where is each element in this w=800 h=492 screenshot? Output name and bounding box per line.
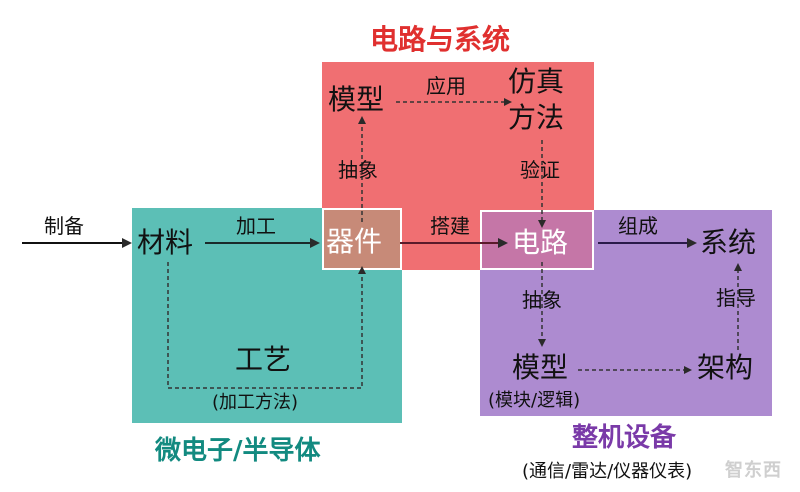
- circuit-system-title: 电路与系统: [370, 23, 511, 56]
- watermark-logo: 智东西: [725, 460, 782, 481]
- node-craft-sub: (加工方法): [212, 392, 299, 413]
- edge-label-abstract-down: 抽象: [522, 288, 562, 312]
- node-model-bottom-sub: (模块/逻辑): [488, 390, 581, 411]
- edge-label-compose: 组成: [618, 214, 658, 238]
- micro-title: 微电子/半导体: [155, 436, 321, 466]
- edge-label-build: 搭建: [430, 214, 470, 238]
- node-model-bottom: 模型: [512, 351, 569, 384]
- node-craft: 工艺: [235, 343, 292, 376]
- node-architecture: 架构: [697, 351, 754, 384]
- edge-label-verify: 验证: [520, 158, 560, 182]
- edge-label-abstract-up: 抽象: [338, 158, 378, 182]
- node-circuit: 电路: [512, 226, 569, 259]
- arrow-process-loop: [167, 262, 366, 389]
- system-subtitle: (通信/雷达/仪器仪表): [522, 461, 693, 482]
- node-material: 材料: [137, 226, 194, 259]
- node-simulation-line2: 方法: [508, 101, 565, 134]
- node-model-top: 模型: [328, 83, 385, 116]
- system-title: 整机设备: [572, 423, 677, 453]
- node-simulation-line1: 仿真: [508, 65, 565, 98]
- edge-label-prepare: 制备: [44, 214, 84, 238]
- edge-label-guide: 指导: [716, 286, 756, 310]
- node-device: 器件: [326, 225, 383, 258]
- edge-label-process: 加工: [236, 214, 276, 238]
- edge-label-apply: 应用: [426, 74, 466, 98]
- node-system: 系统: [700, 226, 757, 259]
